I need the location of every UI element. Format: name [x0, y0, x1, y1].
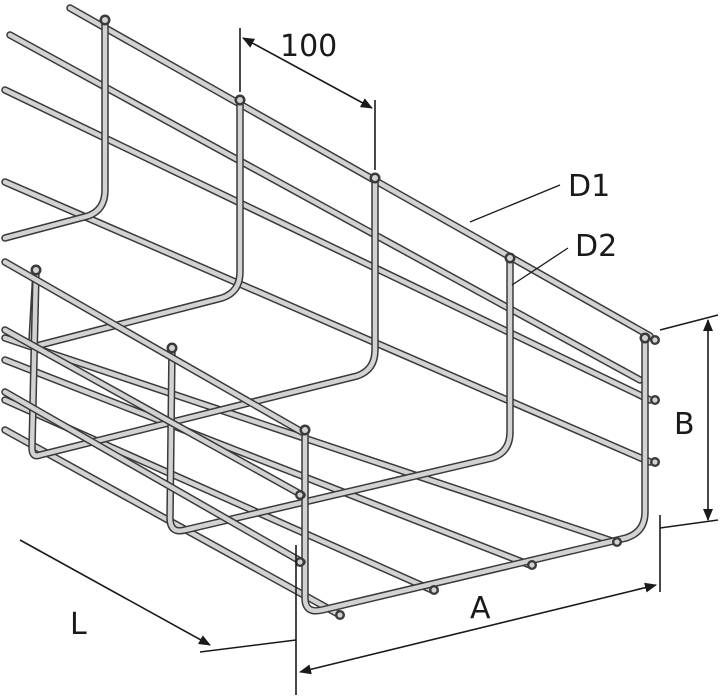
length-label: L	[70, 607, 87, 642]
leader-d2: D2	[511, 229, 617, 286]
length-dimension-line	[19, 539, 211, 646]
far-wall-wire-top2	[6, 31, 644, 384]
spacing-dimension-line	[242, 37, 373, 109]
cross-wire-3	[28, 174, 379, 460]
dimension-length: L	[19, 539, 297, 653]
width-dimension-line	[299, 582, 657, 675]
dimension-spacing: 100	[239, 28, 376, 170]
d2-leader-line	[511, 247, 569, 286]
near-wall-wire-top	[1, 258, 306, 436]
dimension-width: A	[295, 515, 661, 695]
width-label: A	[470, 591, 491, 626]
floor-wires	[1, 334, 619, 619]
height-label: B	[674, 407, 695, 442]
leader-d1: D1	[469, 169, 610, 223]
floor-wire-2	[1, 356, 534, 569]
near-wall-wire-middle	[1, 326, 306, 499]
near-wall-wires	[1, 258, 306, 566]
d1-label: D1	[568, 169, 610, 204]
cross-wire-4	[166, 254, 514, 535]
far-wall-wire-low	[1, 178, 654, 466]
length-extension	[199, 639, 297, 653]
cross-wire-1	[1, 16, 109, 242]
dimension-height: B	[659, 314, 719, 529]
spacing-label: 100	[280, 29, 337, 64]
d2-label: D2	[575, 229, 617, 264]
height-extension-bottom	[659, 519, 719, 529]
near-wall-wire-low	[1, 388, 306, 566]
height-extension-top	[659, 314, 719, 331]
floor-wire-1	[1, 334, 619, 546]
d1-leader-line	[469, 184, 561, 223]
far-wall-wire-middle	[1, 86, 654, 404]
far-wall-wires	[1, 4, 654, 466]
far-wall-wire-top	[66, 4, 654, 340]
